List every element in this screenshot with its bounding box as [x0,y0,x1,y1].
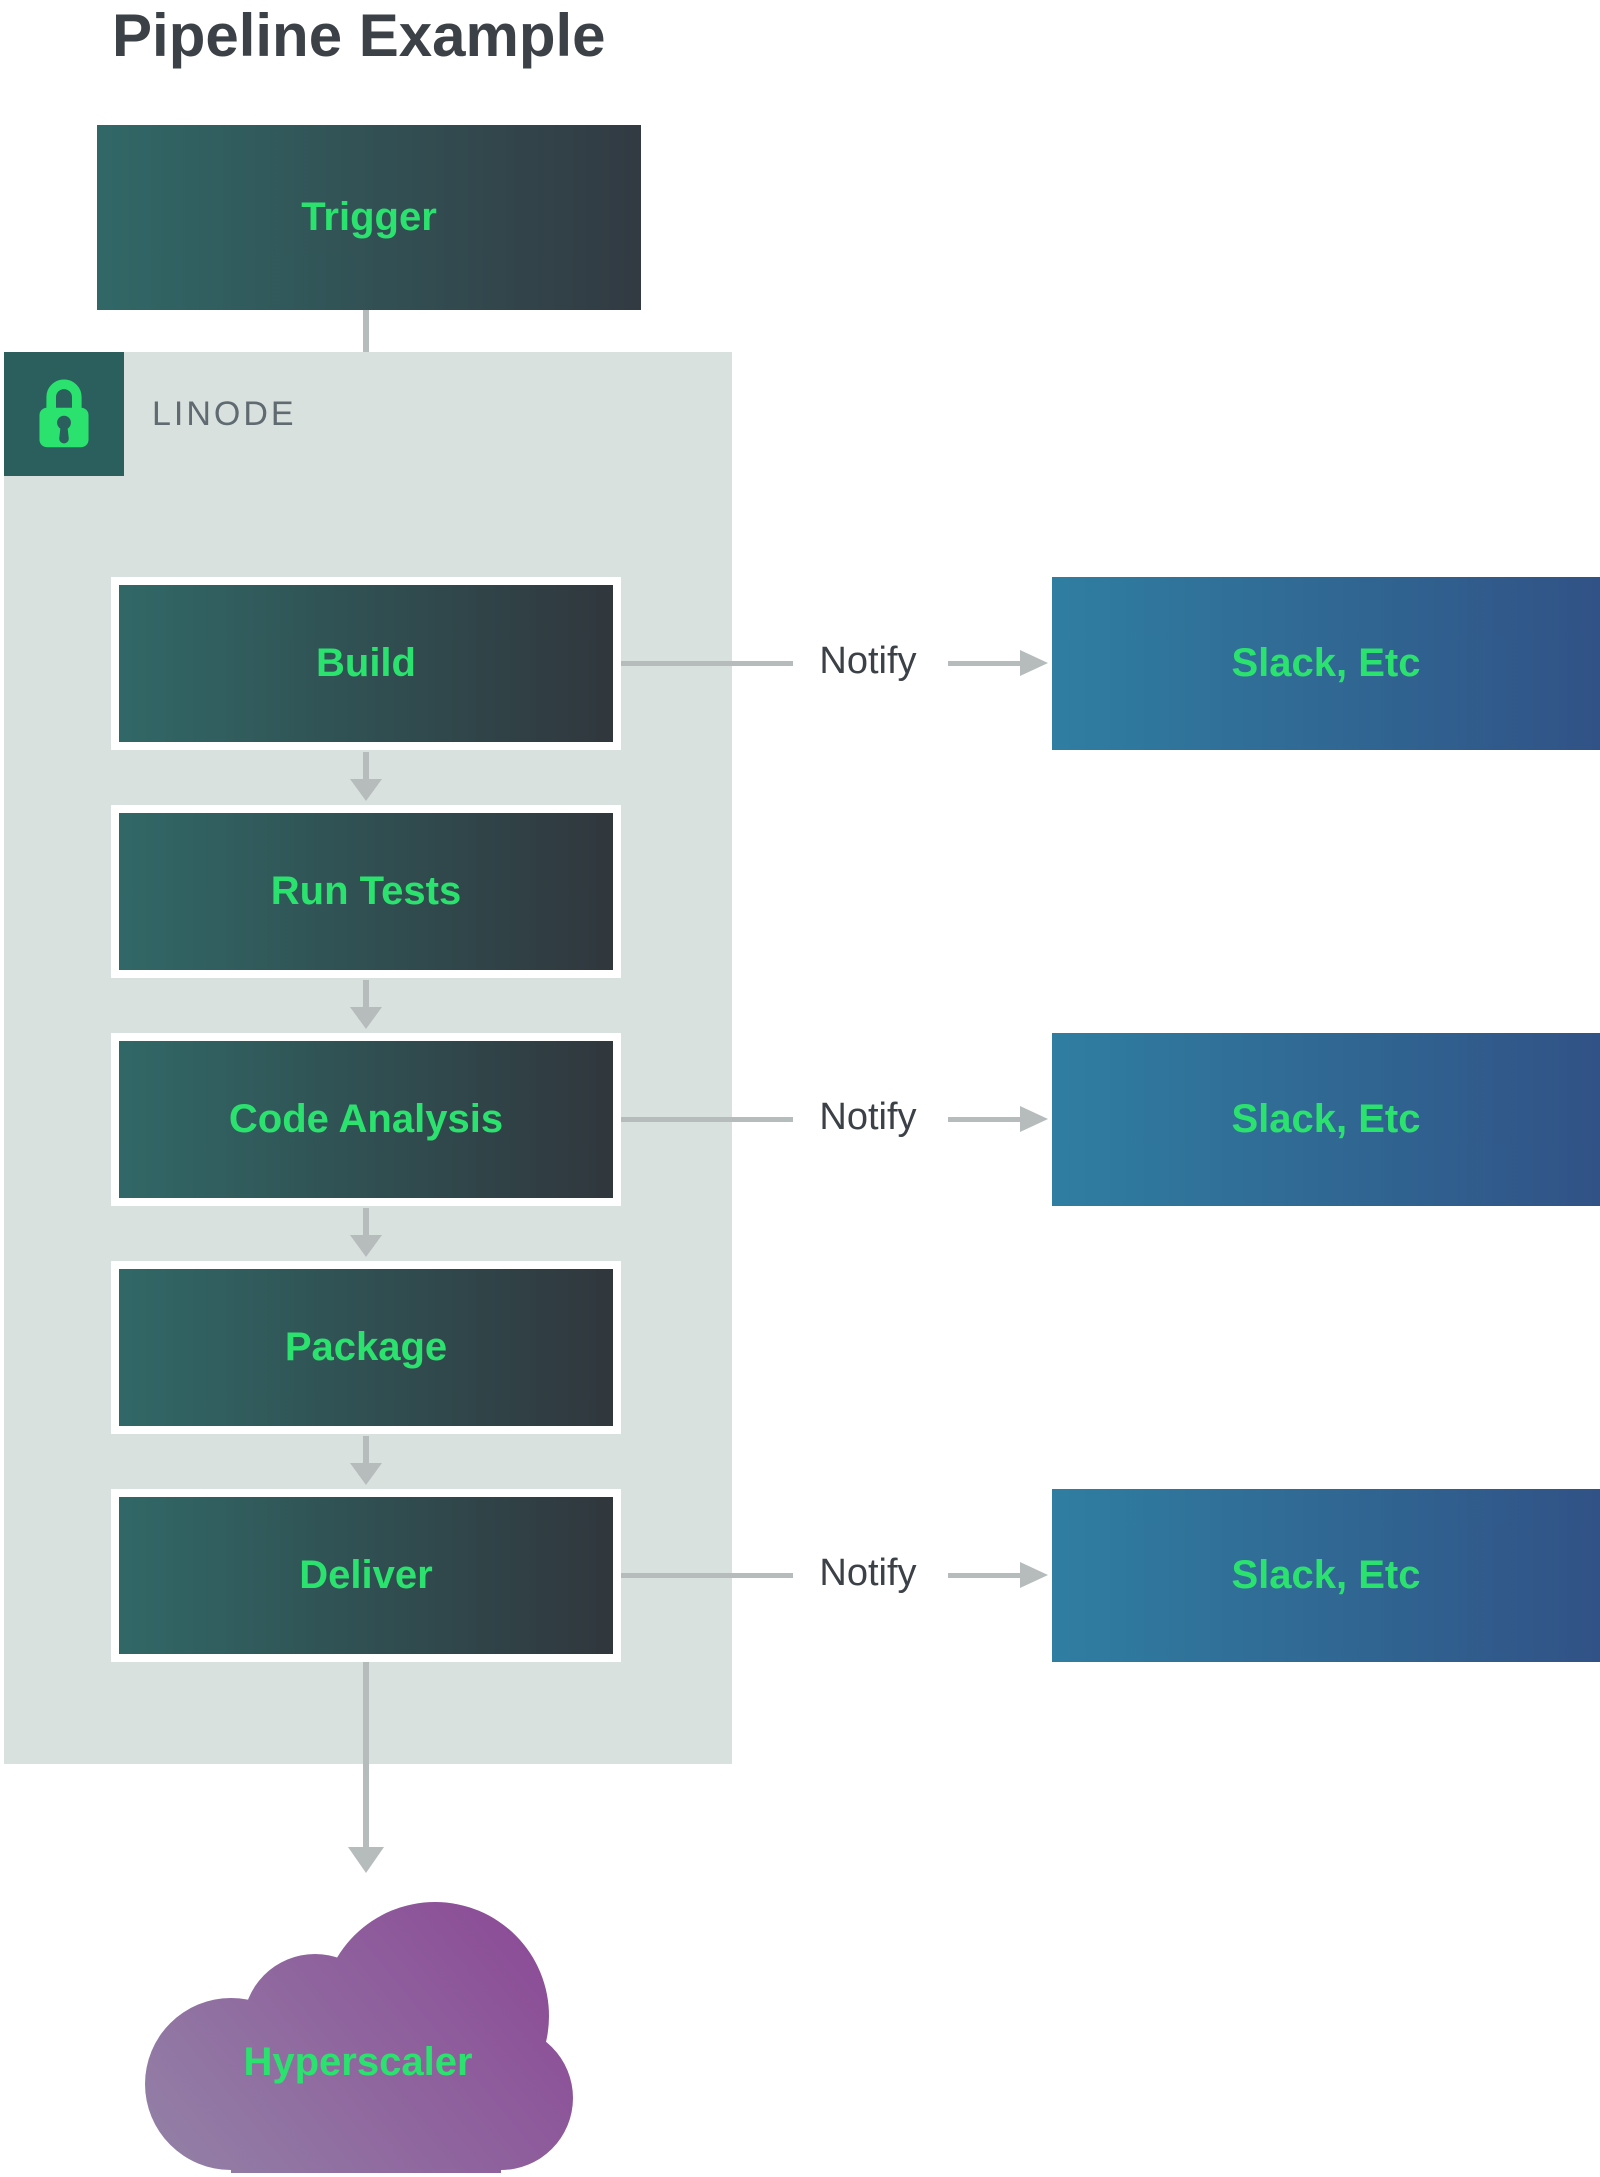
stage-run-tests-label: Run Tests [270,869,462,913]
arrow-build-to-runtests [363,752,369,780]
arrow-package-to-deliver [363,1436,369,1464]
lock-icon [32,374,96,455]
arrow-codeanalysis-to-package [363,1208,369,1236]
stage-code-analysis: Code Analysis [111,1033,621,1206]
notify-arrowhead-codeanalysis [1020,1106,1048,1132]
cloud-label-wrap: Hyperscaler [143,2040,573,2085]
arrowhead-deliver-to-cloud [348,1847,384,1873]
notify-label-codeanalysis: Notify [819,1096,917,1138]
stage-build: Build [111,577,621,750]
arrowhead-build-to-runtests [350,779,382,801]
stage-package-label: Package [284,1325,448,1369]
notify-line-build [621,661,793,666]
notify-target-build-label: Slack, Etc [1231,641,1421,685]
notify-target-deliver-label: Slack, Etc [1231,1553,1421,1597]
stage-run-tests: Run Tests [111,805,621,978]
notify-target-build: Slack, Etc [1052,577,1600,750]
trigger-node: Trigger [97,125,641,310]
stage-code-analysis-label: Code Analysis [228,1097,504,1141]
arrowhead-codeanalysis-to-package [350,1235,382,1257]
notify-arrow-build [948,661,1022,666]
provider-name: LINODE [152,395,297,433]
cloud-icon [145,1902,573,2173]
hyperscaler-cloud [143,1898,573,2173]
notify-line-deliver [621,1573,793,1578]
page-title: Pipeline Example [112,2,606,69]
stage-deliver-label: Deliver [299,1553,433,1597]
arrowhead-runtests-to-codeanalysis [350,1007,382,1029]
notify-arrow-deliver [948,1573,1022,1578]
notify-label-deliver: Notify [819,1552,917,1594]
notify-arrowhead-deliver [1020,1562,1048,1588]
notify-target-codeanalysis-label: Slack, Etc [1231,1097,1421,1141]
hyperscaler-label: Hyperscaler [243,2040,473,2084]
stage-package: Package [111,1261,621,1434]
stage-deliver: Deliver [111,1489,621,1662]
notify-target-deliver: Slack, Etc [1052,1489,1600,1662]
arrow-deliver-to-cloud [363,1662,369,1848]
trigger-label: Trigger [301,195,437,239]
provider-lock-tile [4,352,124,476]
stage-build-label: Build [316,641,416,685]
arrow-runtests-to-codeanalysis [363,980,369,1008]
notify-arrow-codeanalysis [948,1117,1022,1122]
notify-label-build: Notify [819,640,917,682]
notify-arrowhead-build [1020,650,1048,676]
arrowhead-package-to-deliver [350,1463,382,1485]
notify-line-codeanalysis [621,1117,793,1122]
notify-target-codeanalysis: Slack, Etc [1052,1033,1600,1206]
